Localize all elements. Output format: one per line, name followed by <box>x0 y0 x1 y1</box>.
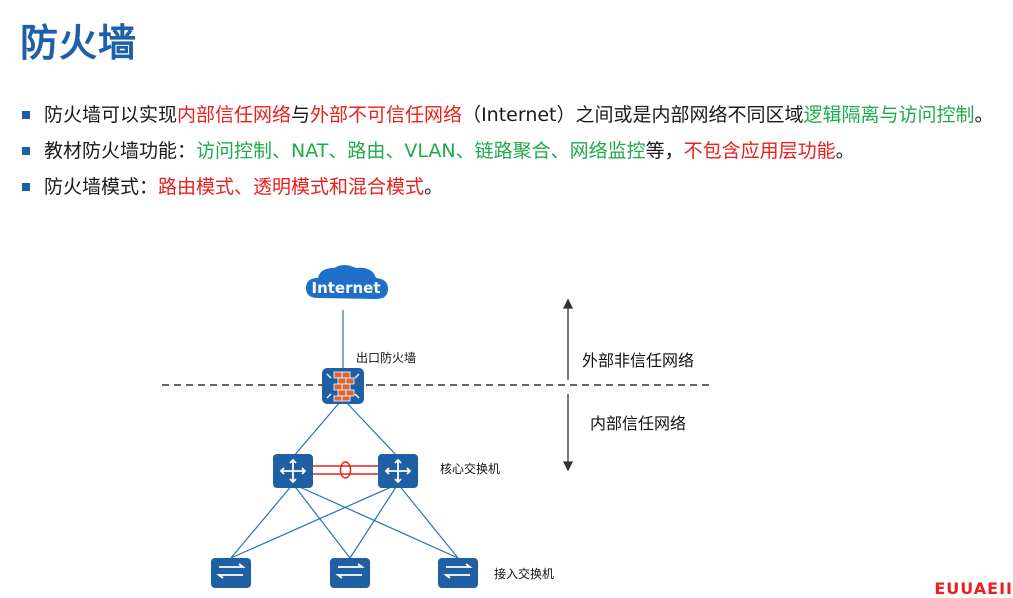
bullet-segment: 。 <box>835 140 855 162</box>
brand-mark: EUUAEII <box>934 579 1013 598</box>
bullet-segment: 防火墙模式： <box>44 176 159 198</box>
bullet-marker <box>22 147 30 155</box>
core-switch-label: 核心交换机 <box>440 461 500 476</box>
bullet-segment: 内部信任网络 <box>177 104 292 126</box>
access-switch-label: 接入交换机 <box>494 566 554 581</box>
internet-label: Internet <box>311 279 380 297</box>
firewall-icon <box>322 368 364 404</box>
bullet-item: 防火墙可以实现内部信任网络与外部不可信任网络（Internet）之间或是内部网络… <box>22 100 1002 130</box>
bullet-segment: 教材防火墙功能： <box>44 140 197 162</box>
access-switch-icon <box>211 558 251 588</box>
access-switch-icon <box>330 558 370 588</box>
core-switch-icon <box>378 454 418 488</box>
bullet-list: 防火墙可以实现内部信任网络与外部不可信任网络（Internet）之间或是内部网络… <box>22 100 1002 208</box>
core-links <box>292 310 399 458</box>
page-title: 防火墙 <box>20 21 138 65</box>
access-switch-icon <box>438 558 478 588</box>
core-switch-icon <box>273 454 313 488</box>
bullet-item: 防火墙模式：路由模式、透明模式和混合模式。 <box>22 172 1002 202</box>
bullet-segment: （Internet）之间或是内部网络不同区域 <box>462 104 804 126</box>
bullet-item: 教材防火墙功能：访问控制、NAT、路由、VLAN、链路聚合、网络监控等，不包含应… <box>22 136 1002 166</box>
bullet-segment: 防火墙可以实现 <box>44 104 178 126</box>
bullet-segment: 不包含应用层功能 <box>683 140 836 162</box>
bullet-segment: 与 <box>291 104 311 126</box>
aggregated-link <box>313 461 378 479</box>
access-links <box>230 483 459 559</box>
bullet-segment: 访问控制、NAT、路由、VLAN、链路聚合、网络监控 <box>196 140 646 162</box>
bullet-segment: 。 <box>974 104 994 126</box>
bullet-segment: 路由模式、透明模式和混合模式 <box>158 176 425 198</box>
bullet-segment: 外部不可信任网络 <box>310 104 463 126</box>
internet-cloud-icon: Internet <box>306 265 388 299</box>
bullet-marker <box>22 111 30 119</box>
bullet-segment: 。 <box>424 176 444 198</box>
bullet-segment: 等， <box>645 140 684 162</box>
outside-arrow-icon <box>562 298 574 380</box>
outside-zone-label: 外部非信任网络 <box>582 351 694 370</box>
firewall-label: 出口防火墙 <box>356 350 416 365</box>
network-diagram: Internet 出口防火墙 <box>162 265 712 588</box>
inside-arrow-icon <box>562 394 574 472</box>
bullet-segment: 逻辑隔离与访问控制 <box>803 104 975 126</box>
inside-zone-label: 内部信任网络 <box>590 414 686 433</box>
bullet-marker <box>22 183 30 191</box>
